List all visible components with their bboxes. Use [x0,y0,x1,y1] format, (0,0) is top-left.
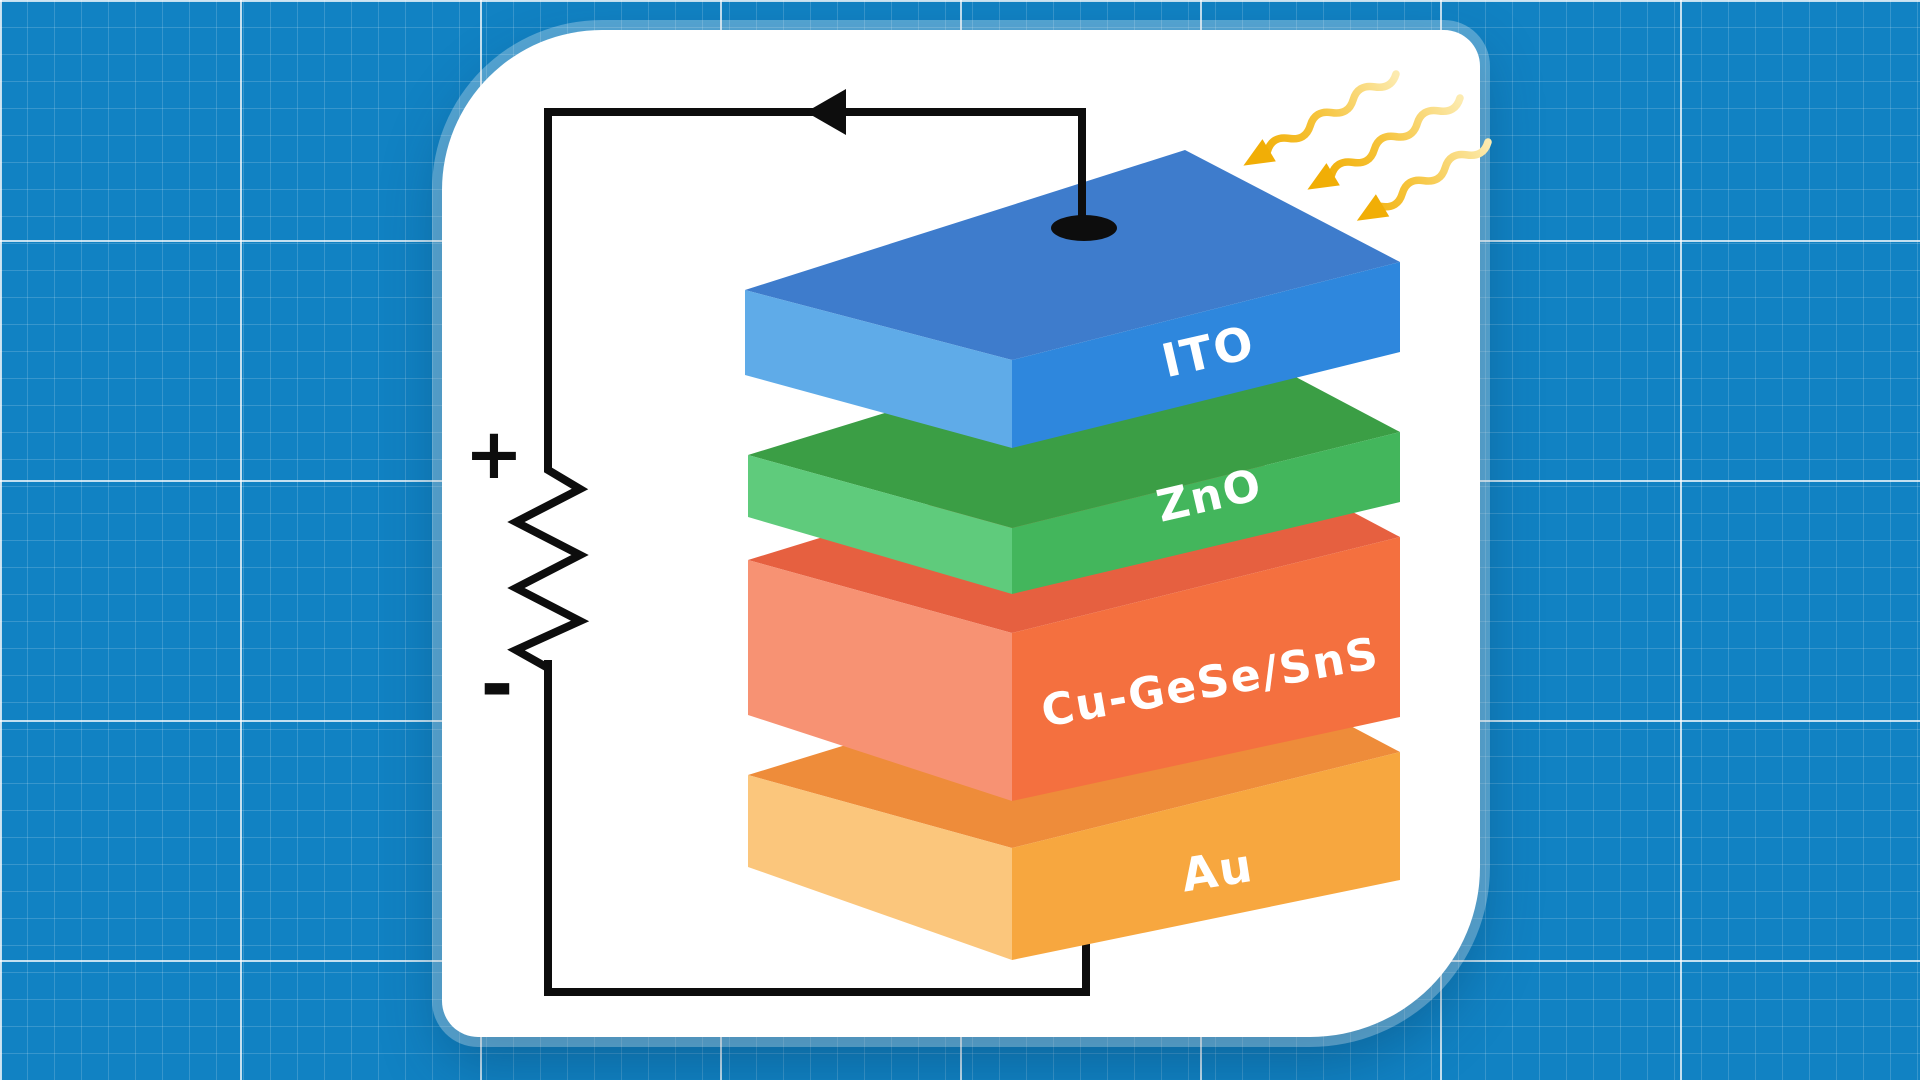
top-contact-dot [1051,215,1117,241]
ito-layer-front-face [1012,262,1400,448]
ito-layer-left-face [745,290,1012,448]
light-ray-icon [1307,94,1464,190]
circuit-wire-bottom [544,660,1090,996]
au-layer-front-face [1012,752,1400,960]
au-layer-left-face [748,775,1012,960]
negative-terminal-label: - [480,638,513,731]
absorber-layer-left-face [748,560,1012,801]
ito-layer: ITO [745,150,1400,448]
au-layer-label: Au [1178,838,1258,903]
circuit-wire-top [507,108,1086,672]
zno-layer-left-face [748,455,1012,594]
light-rays [1243,70,1492,221]
zno-layer-front-face [1012,432,1400,594]
positive-terminal-label: + [465,413,524,495]
ito-layer-top-face [745,150,1400,360]
light-ray-icon [1243,70,1400,166]
current-arrow-icon [806,89,846,135]
absorber-layer-front-face [1012,537,1400,801]
light-ray-icon [1356,138,1492,221]
